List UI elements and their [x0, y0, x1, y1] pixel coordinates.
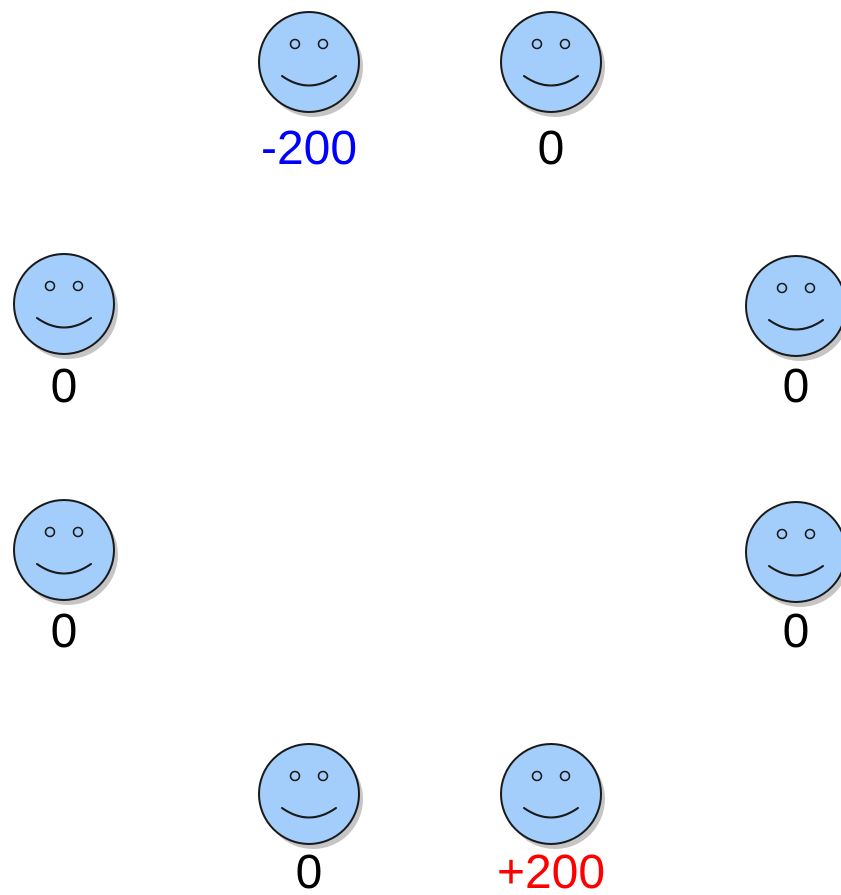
right-eye [559, 770, 571, 782]
smiley-face-icon [500, 11, 602, 113]
person: -200 [258, 11, 363, 175]
people-layer: -200 0 0 0 0 0 0 +200 [13, 11, 841, 895]
smiley-face-icon [500, 743, 602, 845]
person: +200 [497, 743, 605, 895]
mouth [768, 565, 824, 577]
smiley-face-icon [13, 253, 115, 355]
left-eye [289, 770, 301, 782]
face-circle [258, 743, 360, 845]
person: 0 [13, 499, 118, 658]
right-eye [317, 770, 329, 782]
right-eye [72, 280, 84, 292]
face-circle [500, 743, 602, 845]
smiley-face-icon [745, 255, 841, 357]
left-eye [531, 770, 543, 782]
value-label: +200 [497, 846, 605, 895]
value-label: -200 [261, 122, 357, 175]
face-circle [500, 11, 602, 113]
right-eye [72, 526, 84, 538]
mouth [281, 75, 337, 87]
face-circle [745, 501, 841, 603]
left-eye [44, 280, 56, 292]
smiley-face-icon [258, 11, 360, 113]
person: 0 [745, 501, 841, 658]
value-label: 0 [783, 605, 810, 658]
person: 0 [500, 11, 605, 175]
value-label: 0 [296, 846, 323, 895]
mouth [523, 75, 579, 87]
value-label: 0 [538, 122, 565, 175]
right-eye [804, 528, 816, 540]
value-label: 0 [51, 605, 78, 658]
right-eye [559, 38, 571, 50]
left-eye [776, 282, 788, 294]
left-eye [531, 38, 543, 50]
person: 0 [745, 255, 841, 413]
person: 0 [258, 743, 363, 895]
left-eye [289, 38, 301, 50]
left-eye [776, 528, 788, 540]
left-eye [44, 526, 56, 538]
face-circle [13, 253, 115, 355]
smiley-face-icon [258, 743, 360, 845]
face-circle [745, 255, 841, 357]
mouth [36, 317, 92, 329]
face-circle [258, 11, 360, 113]
mouth [523, 807, 579, 819]
person: 0 [13, 253, 118, 413]
right-eye [317, 38, 329, 50]
mouth [281, 807, 337, 819]
mouth [768, 319, 824, 331]
right-eye [804, 282, 816, 294]
smiley-face-icon [745, 501, 841, 603]
value-label: 0 [783, 360, 810, 413]
face-circle [13, 499, 115, 601]
value-label: 0 [51, 360, 78, 413]
mouth [36, 563, 92, 575]
smiley-face-icon [13, 499, 115, 601]
